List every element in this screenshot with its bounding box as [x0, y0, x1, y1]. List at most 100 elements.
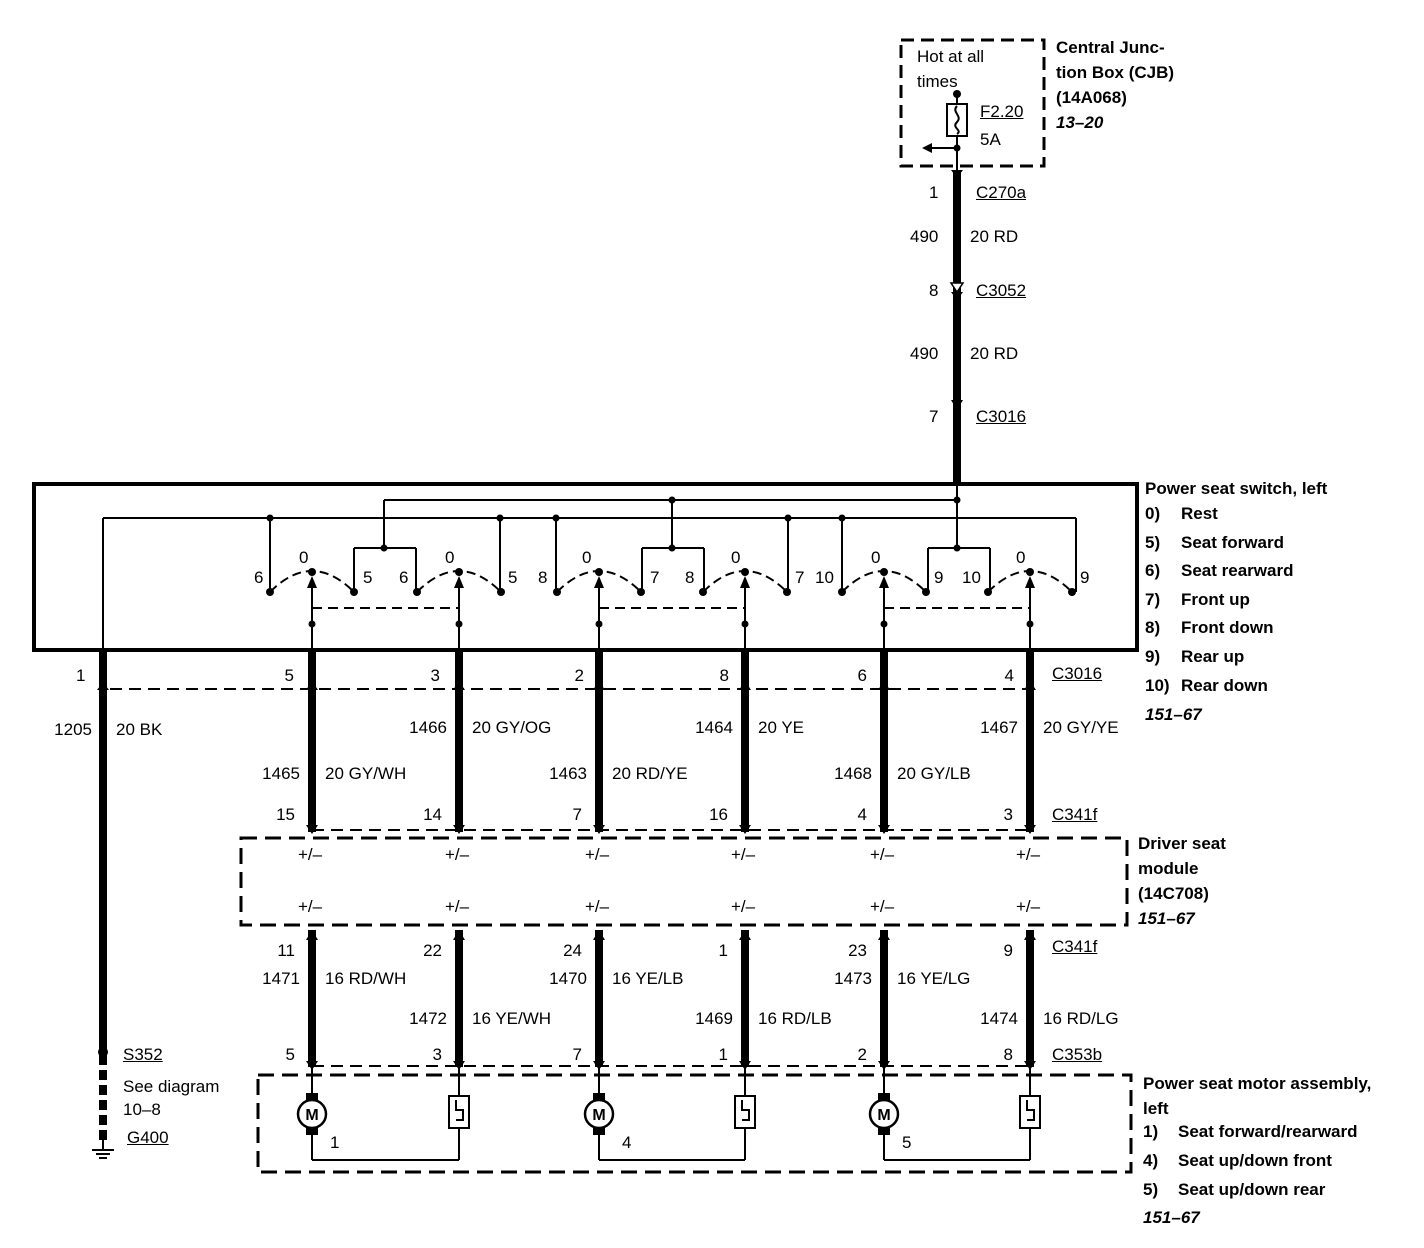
motor-ref: 151–67	[1143, 1208, 1200, 1227]
upper-wire-circuit-3: 1463	[549, 764, 587, 783]
hot-at-all-times-label-2: times	[917, 72, 958, 91]
wire-column-1	[306, 652, 318, 1095]
c3016-pin-3: 3	[430, 666, 440, 685]
c341f-top-pin-6: 3	[1003, 805, 1013, 824]
contact-label-3: 5	[363, 568, 373, 587]
contact-label-10: 8	[685, 568, 695, 587]
cjb-name-3: (14A068)	[1056, 88, 1127, 107]
motor-legend-num-2: 5)	[1143, 1180, 1159, 1199]
switch-ref: 151–67	[1145, 705, 1202, 724]
c341f-bot-pin-4: 1	[718, 941, 728, 960]
switch-legend-num-5: 9)	[1145, 647, 1161, 666]
c341f-bot-pin-5: 23	[848, 941, 867, 960]
upper-wire-color-4: 20 YE	[758, 718, 805, 737]
switch-title: Power seat switch, left	[1145, 479, 1328, 498]
motor-legend-text-0: Seat forward/rearward	[1178, 1122, 1358, 1141]
motor-symbol: M	[877, 1107, 890, 1124]
contact-label-17: 0	[1016, 548, 1026, 567]
module-mark-bottom-4: +/–	[731, 897, 756, 916]
switch-box	[32, 482, 1139, 652]
upper-wire-circuit-6: 1467	[980, 718, 1018, 737]
motor-legend-text-1: Seat up/down front	[1178, 1151, 1332, 1170]
c3016-pin-7: 4	[1004, 666, 1014, 685]
limit-switch-icon	[734, 1095, 756, 1129]
switch-contact-5	[838, 568, 930, 652]
c3016-name: C3016	[1052, 664, 1103, 683]
contact-label-4: 6	[399, 568, 409, 587]
contact-label-13: 10	[815, 568, 834, 587]
c3016-pin-5: 8	[719, 666, 729, 685]
module-mark-bottom-2: +/–	[445, 897, 470, 916]
lower-wire-circuit-4: 1469	[695, 1009, 733, 1028]
motor-legend-num-1: 4)	[1143, 1151, 1159, 1170]
module-mark-top-1: +/–	[298, 845, 323, 864]
motor-legend-num-0: 1)	[1143, 1122, 1159, 1141]
contact-label-11: 0	[731, 548, 741, 567]
c341f-bot-pin-1: 11	[277, 941, 295, 960]
contact-label-16: 10	[962, 568, 981, 587]
c341f-top-pin-2: 14	[423, 805, 442, 824]
lower-wire-circuit-6: 1474	[980, 1009, 1018, 1028]
switch-legend-text-6: Rear down	[1181, 675, 1268, 695]
lower-wire-circuit-1: 1471	[262, 969, 300, 988]
upper-wire-circuit-1: 1465	[262, 764, 300, 783]
upper-wire-color-5: 20 GY/LB	[897, 764, 971, 783]
wire-column-5	[878, 652, 890, 1095]
contact-label-12: 7	[795, 568, 805, 587]
switch-contact-3	[553, 568, 645, 652]
motor-1: M	[296, 1093, 470, 1161]
lower-wire-color-6: 16 RD/LG	[1043, 1009, 1119, 1028]
splice-s352: S352	[123, 1045, 163, 1064]
c341f-top-pin-1: 15	[276, 805, 295, 824]
switch-contacts	[266, 568, 1076, 652]
contact-label-9: 7	[650, 568, 660, 587]
wire-1205-color: 20 BK	[116, 720, 163, 739]
lower-wire-color-5: 16 YE/LG	[897, 969, 971, 988]
contact-label-1: 6	[254, 568, 264, 587]
switch-legend-text-2: Seat rearward	[1181, 561, 1294, 581]
cjb-box	[899, 38, 1046, 168]
motor-title-1: Power seat motor assembly,	[1143, 1074, 1372, 1093]
module-mark-bottom-1: +/–	[298, 897, 323, 916]
module-mark-top-5: +/–	[870, 845, 895, 864]
fuse-symbol	[946, 103, 968, 137]
lower-wire-color-3: 16 YE/LB	[612, 969, 684, 988]
c3016-top-name: C3016	[976, 407, 1027, 426]
upper-wire-color-3: 20 RD/YE	[612, 764, 688, 783]
module-mark-top-6: +/–	[1016, 845, 1041, 864]
switch-legend-text-0: Rest	[1181, 504, 1218, 523]
c3016-top-pin: 7	[929, 407, 939, 426]
feed-arrow-icon	[922, 143, 932, 153]
lower-wire-circuit-5: 1473	[834, 969, 872, 988]
see-diagram-2: 10–8	[123, 1100, 161, 1119]
c341f-top-pin-4: 16	[709, 805, 728, 824]
contact-label-15: 9	[934, 568, 944, 587]
c341f-bot-pin-3: 24	[563, 941, 582, 960]
switch-legend-text-4: Front down	[1181, 618, 1274, 638]
wire-column-3	[593, 652, 605, 1095]
hot-at-all-times-label: Hot at all	[917, 47, 985, 66]
contact-label-2: 0	[299, 548, 309, 567]
fuse-id: F2.20	[980, 102, 1024, 121]
motor-3: M	[868, 1093, 1041, 1161]
switch-legend-num-4: 8)	[1145, 618, 1161, 638]
c341f-top-pin-5: 4	[857, 805, 867, 824]
motor-2: M	[583, 1093, 756, 1161]
c353b-pin-3: 7	[572, 1045, 582, 1064]
motor-number-2: 4	[622, 1133, 632, 1152]
module-ref: 151–67	[1138, 909, 1195, 928]
switch-legend-num-1: 5)	[1145, 532, 1161, 552]
ground-g400: G400	[127, 1128, 169, 1147]
c3016-pin-6: 6	[857, 666, 867, 685]
c341f-bot-name: C341f	[1052, 937, 1098, 956]
module-mark-top-3: +/–	[585, 845, 610, 864]
cjb-name-1: Central Junc-	[1056, 38, 1165, 57]
c341f-bot-pin-6: 9	[1003, 941, 1013, 960]
motor-number-1: 1	[330, 1133, 340, 1152]
upper-wire-circuit-2: 1466	[409, 718, 447, 737]
c270a-pin: 1	[929, 183, 939, 202]
contact-label-8: 0	[582, 548, 592, 567]
wire-column-4	[739, 652, 751, 1095]
wire-column-6	[1024, 652, 1036, 1095]
c353b-pin-2: 3	[432, 1045, 442, 1064]
